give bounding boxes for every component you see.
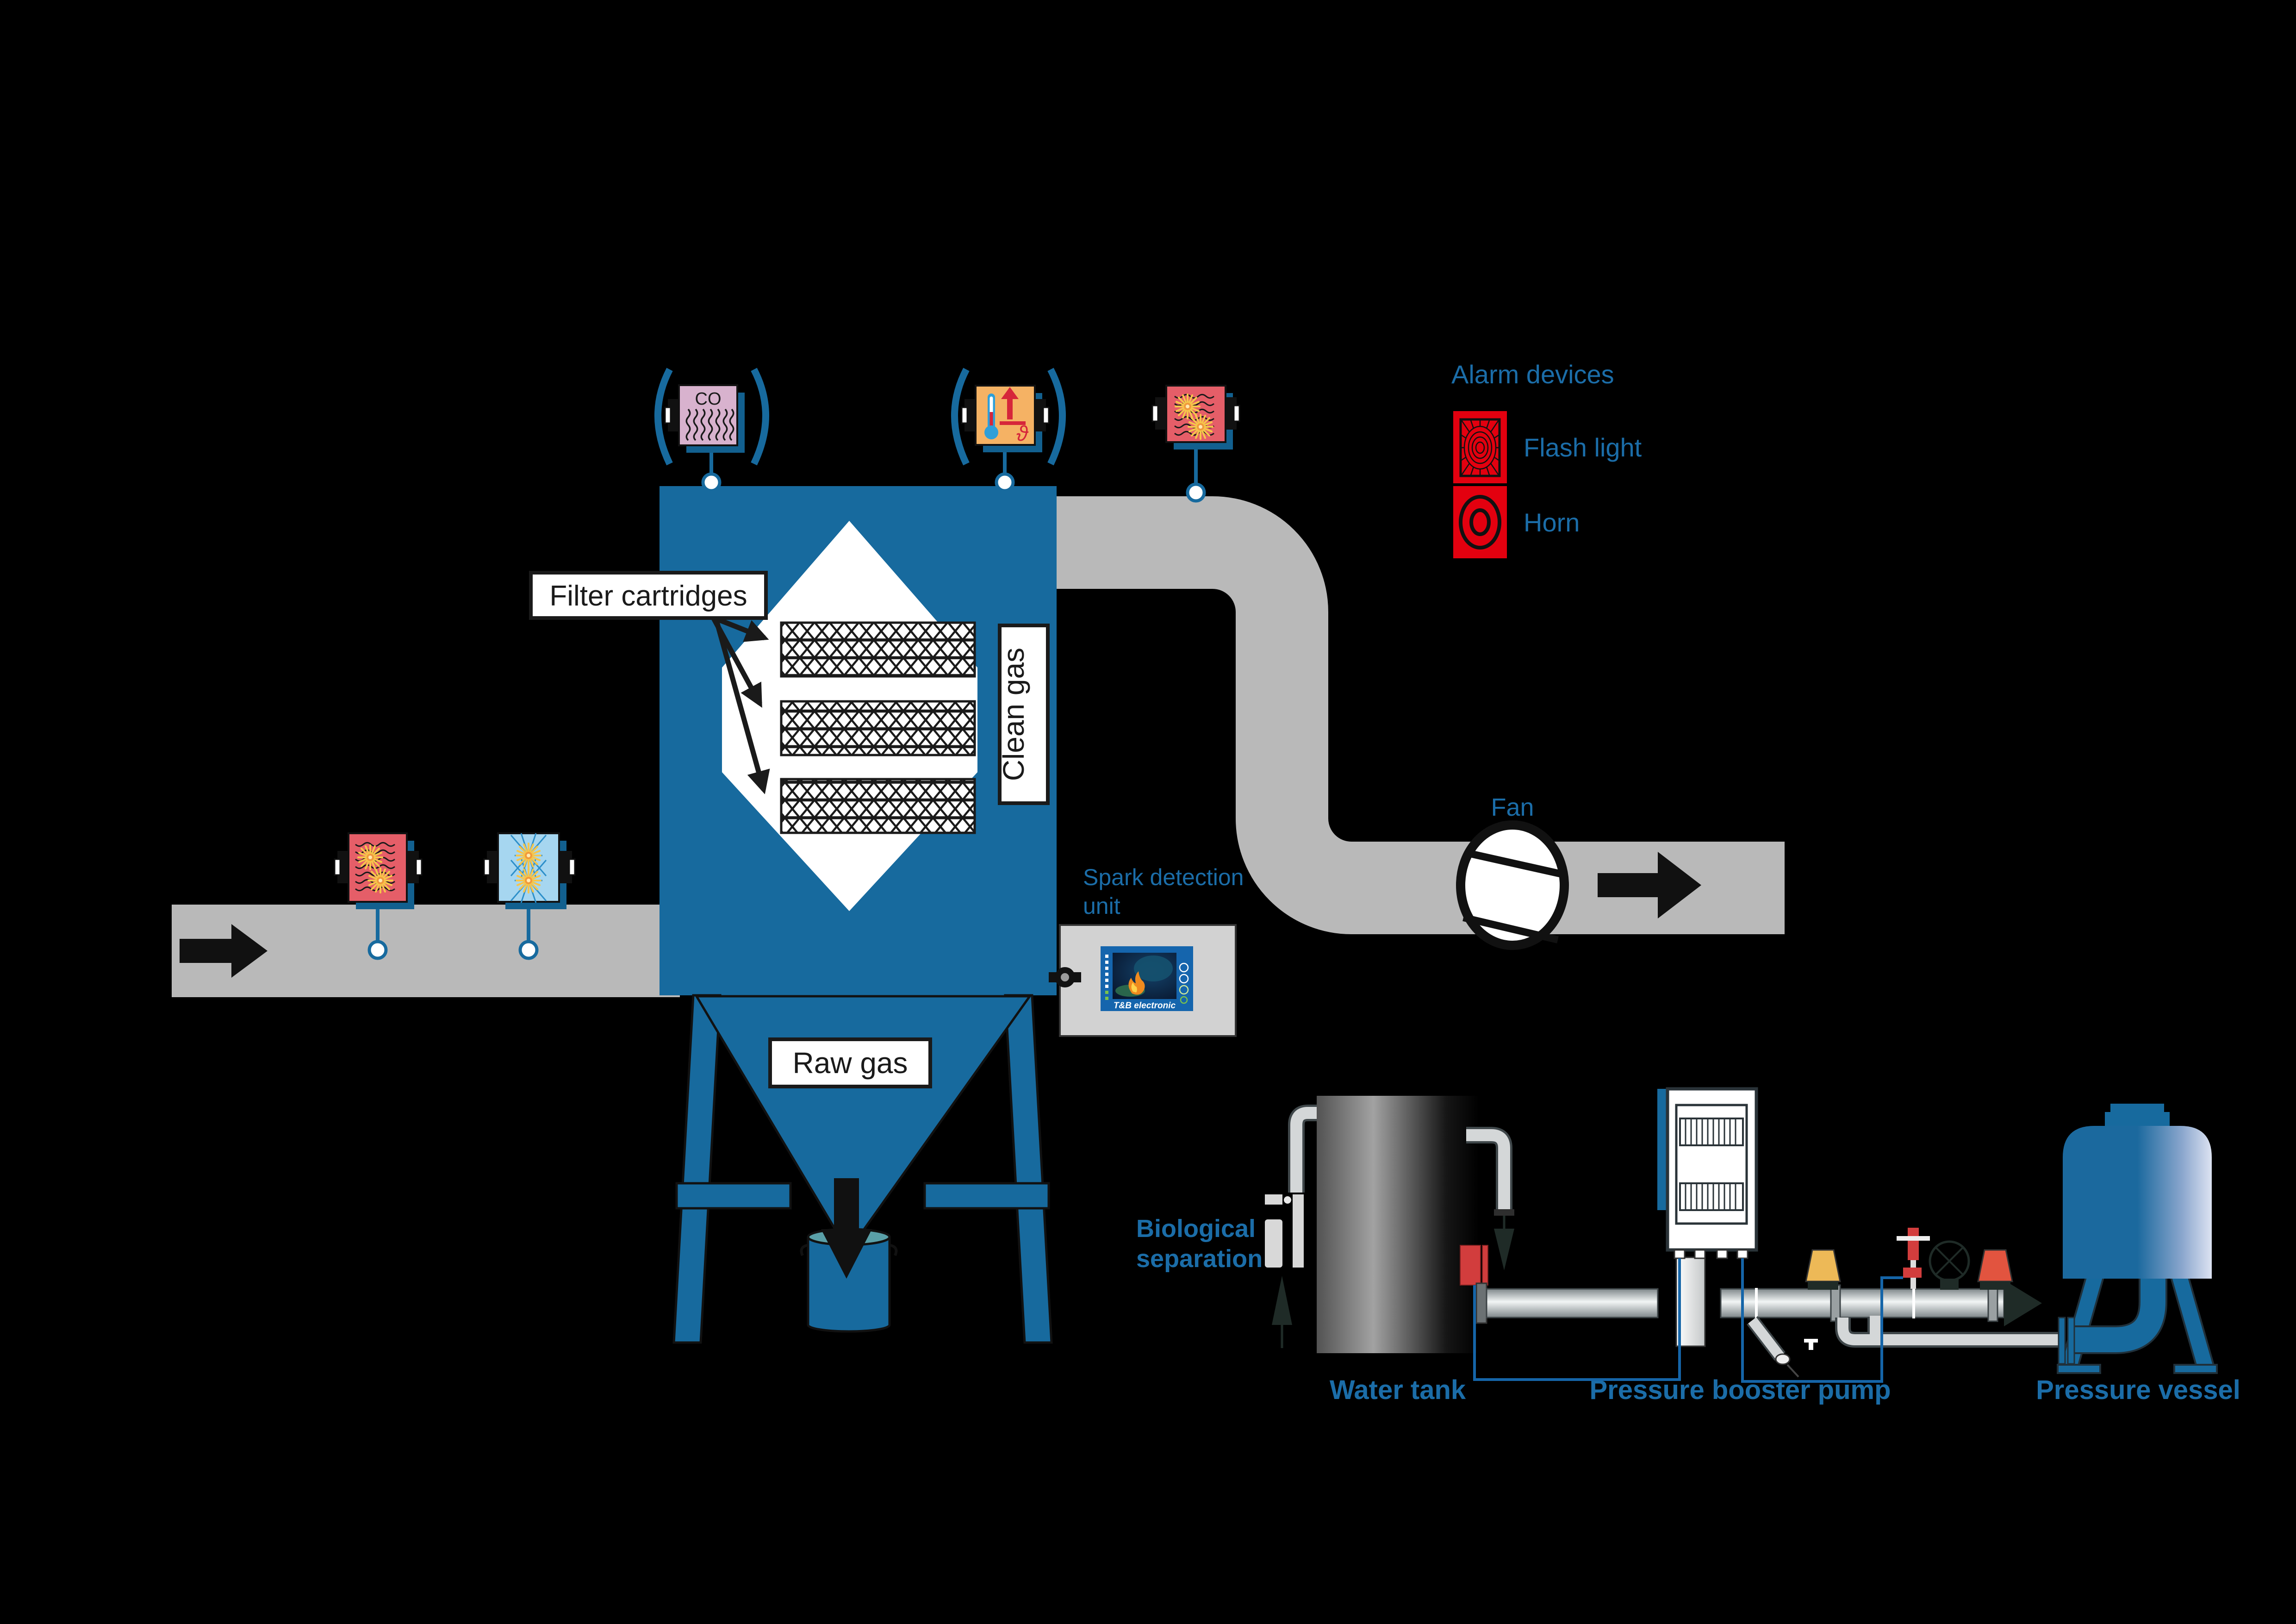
gauge-icon — [1929, 1240, 1970, 1290]
spark-detection-monitor: T&B electronic — [1101, 946, 1193, 1011]
raw-gas-label: Raw gas — [793, 1046, 908, 1080]
spark-sensor-outlet-icon — [1151, 385, 1240, 503]
shutoff-valve-red — [1897, 1228, 1930, 1289]
tank-outlet — [1460, 1127, 1514, 1286]
alarm-devices-title: Alarm devices — [1451, 360, 1614, 389]
alarm-valve-yellow — [1805, 1249, 1841, 1290]
biological-separation-label-2: separation — [1136, 1245, 1263, 1273]
clean-gas-callout: Clean gas — [997, 624, 1050, 805]
valve-knob-icon — [1049, 967, 1081, 987]
flash-light-icon — [1453, 411, 1507, 483]
extinguishing-sensor-icon — [483, 832, 576, 960]
raw-gas-inlet-duct — [172, 905, 680, 997]
horn-icon — [1453, 486, 1507, 558]
pump-vents — [1679, 1118, 1744, 1211]
spark-detection-unit: Spark detection unit T&B electronic — [1049, 864, 1244, 1037]
pressure-vessel — [2057, 1104, 2218, 1374]
temperature-sensor-icon: ϑ — [951, 368, 1066, 493]
biological-separation-unit — [1265, 1105, 1320, 1348]
flow-arrow-inlet — [180, 924, 268, 978]
spark-detection-label-2: unit — [1083, 893, 1120, 919]
water-tank — [1317, 1096, 1479, 1353]
spark-sensor-inlet-icon — [334, 832, 423, 960]
pump-pipe-run — [1475, 1280, 2062, 1378]
alarm-valve-red — [1977, 1249, 2013, 1290]
filter-cartridges-label: Filter cartridges — [549, 580, 747, 612]
filter-cartridges — [780, 621, 976, 834]
pressure-booster-pump — [1657, 1087, 1758, 1347]
co-label: CO — [695, 389, 722, 409]
theta-symbol: ϑ — [1016, 421, 1029, 445]
fan-label: Fan — [1491, 793, 1534, 821]
water-tank-label: Water tank — [1330, 1375, 1466, 1405]
flash-light-label: Flash light — [1524, 433, 1642, 462]
monitor-logo: T&B electronic — [1114, 1001, 1176, 1011]
control-wire-2 — [1741, 1258, 1903, 1383]
clean-gas-label: Clean gas — [997, 648, 1030, 781]
filter-cartridges-callout: Filter cartridges — [529, 571, 770, 794]
pressure-vessel-label: Pressure vessel — [2036, 1375, 2240, 1405]
water-system: Biological separation Water tank — [1136, 1087, 2240, 1405]
housing-support — [672, 994, 1053, 1344]
dust-arrow — [821, 1178, 872, 1279]
biological-separation-label-1: Biological — [1136, 1215, 1256, 1243]
alarm-devices-legend: Alarm devices Flash light Horn — [1451, 360, 1642, 558]
horn-label: Horn — [1524, 508, 1580, 537]
clean-gas-outlet-duct — [1057, 496, 1785, 934]
flow-arrow-outlet — [1598, 852, 1701, 918]
raw-gas-callout: Raw gas — [768, 1037, 932, 1088]
co-sensor-icon: CO — [654, 368, 769, 493]
fan-icon: Fan — [1456, 793, 1569, 950]
control-wire-1 — [1473, 1258, 1681, 1381]
spark-detection-label-1: Spark detection — [1083, 864, 1244, 890]
